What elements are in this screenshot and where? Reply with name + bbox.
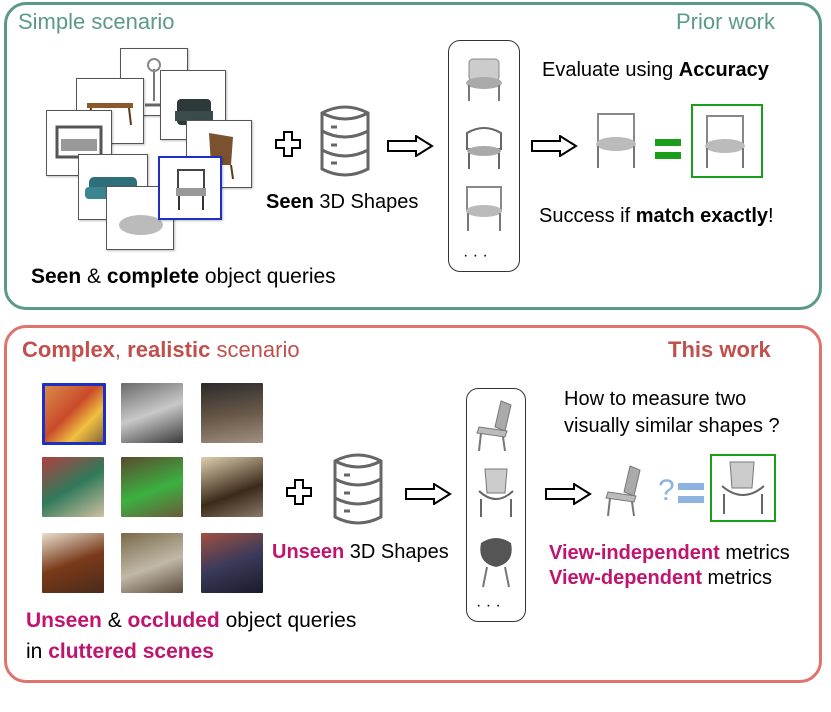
seen-3d-shapes-label: Seen 3D Shapes — [266, 191, 419, 213]
evaluate-accuracy-text: Evaluate using Accuracy — [542, 59, 769, 81]
scene-photo — [201, 533, 263, 593]
chair-icon — [476, 400, 512, 452]
complex-scenario-title: Complex, realistic scenario — [22, 337, 300, 362]
database-icon — [332, 451, 384, 527]
chair-icon — [705, 115, 745, 168]
scene-photo — [121, 383, 183, 443]
question-icon: ? — [658, 474, 675, 507]
equals-icon — [655, 138, 681, 160]
view-independent-metrics: View-independent metrics — [549, 542, 790, 564]
this-work-tag: This work — [668, 337, 771, 362]
unseen-shape-database-column: · · · — [466, 388, 526, 622]
chair-icon — [478, 468, 514, 517]
ground-truth-candidate-box — [710, 454, 776, 522]
view-dependent-metrics: View-dependent metrics — [549, 567, 772, 589]
scene-photo — [201, 383, 263, 443]
simple-scenario-panel — [4, 2, 822, 310]
simple-scenario-title: Simple scenario — [18, 9, 175, 34]
prior-work-tag: Prior work — [676, 9, 776, 34]
scene-photo — [201, 457, 263, 517]
unseen-3d-shapes-label: Unseen 3D Shapes — [272, 541, 449, 563]
retrieved-shape — [605, 465, 641, 517]
more-shapes-ellipsis: · · · — [476, 597, 501, 614]
complex-scenario-panel — [4, 325, 822, 683]
chair-icon — [721, 461, 765, 514]
plus-icon — [275, 131, 301, 157]
plus-icon — [286, 479, 312, 505]
scene-photo — [42, 533, 104, 593]
cluttered-scenes-caption: in cluttered scenes — [26, 640, 214, 663]
equals-icon — [678, 482, 704, 504]
chair-icon — [466, 58, 502, 101]
chair-icon — [466, 127, 502, 169]
seen-shape-database-column: · · · — [448, 40, 520, 272]
seen-complete-queries-caption: Seen & complete object queries — [31, 265, 336, 288]
scene-photo — [42, 457, 104, 517]
scene-photo — [121, 457, 183, 517]
database-icon — [319, 103, 371, 179]
highlighted-query-photo — [42, 383, 106, 445]
arrow-right-icon — [386, 135, 434, 157]
ground-truth-match-box — [691, 104, 763, 178]
success-criterion-text: Success if match exactly! — [539, 205, 774, 227]
chair-icon — [466, 186, 502, 231]
scene-photo — [121, 533, 183, 593]
unseen-occluded-queries-caption: Unseen & occluded object queries — [26, 609, 357, 632]
more-shapes-ellipsis: · · · — [463, 247, 488, 264]
arrow-right-icon — [530, 135, 578, 157]
retrieved-shape — [596, 113, 636, 168]
arrow-right-icon — [544, 483, 592, 505]
highlighted-query-thumb — [158, 156, 222, 220]
arrow-right-icon — [404, 483, 452, 505]
chair-icon — [480, 538, 512, 588]
